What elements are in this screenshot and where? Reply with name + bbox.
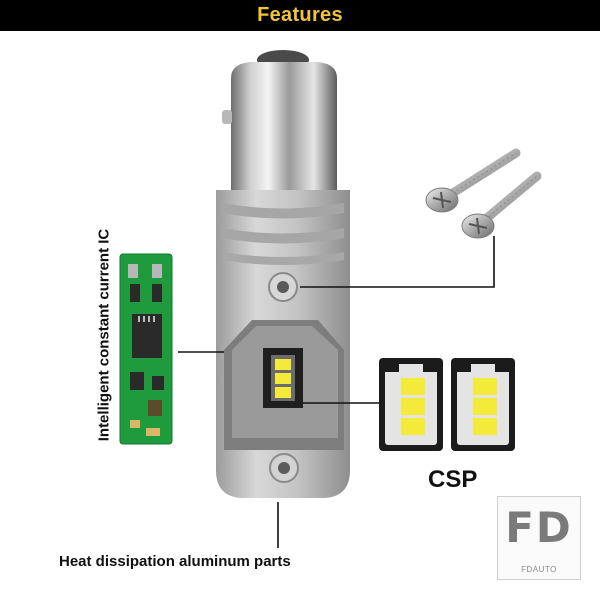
logo-mark: FD [505,503,573,552]
bulb-icon [216,50,350,498]
screw-icon [461,171,542,239]
features-header: Features [0,0,600,31]
callout-lines [178,236,495,548]
screw-icon [425,148,521,213]
csp-chip-icon [451,358,515,451]
csp-label: CSP [428,466,478,493]
heat-label: Heat dissipation aluminum parts [59,553,291,570]
csp-chip-icon [379,358,443,451]
logo-sub: FDAUTO [521,565,557,574]
pcb-icon [119,253,173,445]
fdauto-logo: FD FDAUTO [497,496,581,580]
ic-label: Intelligent constant current IC [95,228,113,442]
features-title: Features [257,4,343,26]
